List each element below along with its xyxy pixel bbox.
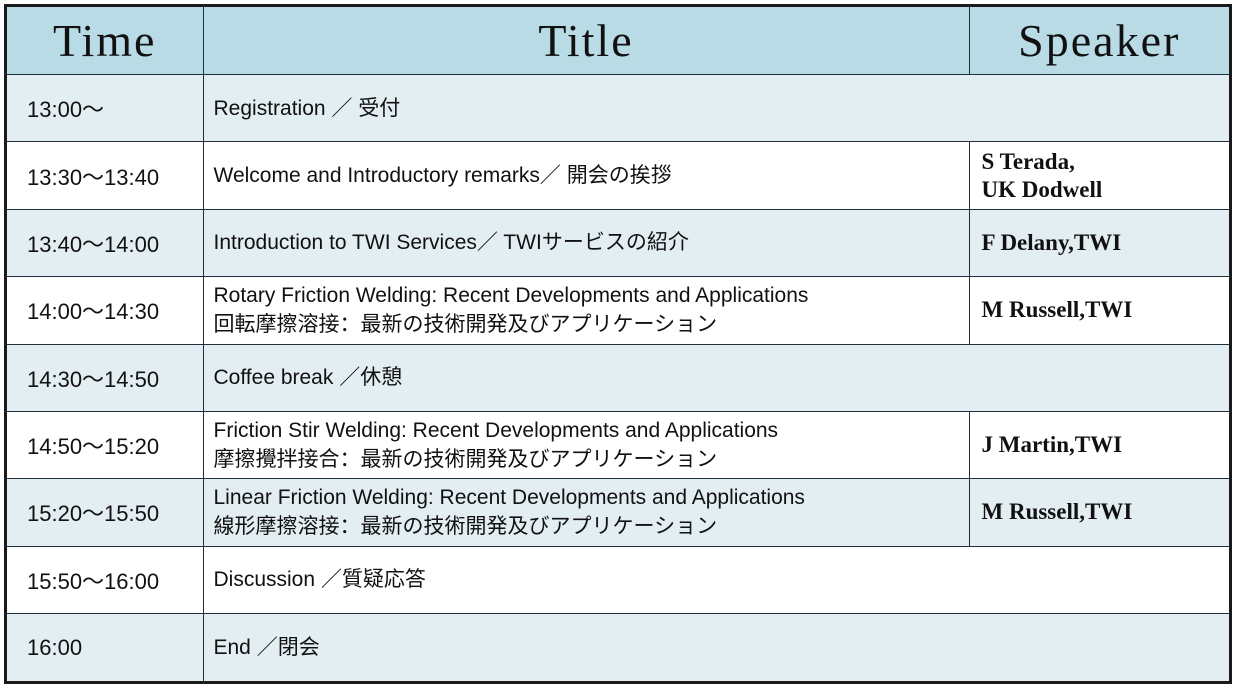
- row-speaker: F Delany,TWI: [968, 208, 1229, 278]
- row-title-line: End ／閉会: [213, 636, 320, 659]
- agenda-body: 13:00～ Registration ／ 受付 13:30～13:40 Wel…: [7, 73, 1229, 681]
- table-row: 14:30～14:50 Coffee break ／休憩: [7, 343, 1229, 412]
- row-title-line: 線形摩擦溶接：最新の技術開発及びアプリケーション: [213, 515, 718, 539]
- row-title: Coffee break ／休憩: [202, 343, 1229, 412]
- table-row: 14:50～15:20 Friction Stir Welding: Recen…: [7, 410, 1229, 480]
- table-row: 13:40～14:00 Introduction to TWI Services…: [7, 208, 1229, 278]
- table-row: 13:30～13:40 Welcome and Introductory rem…: [7, 141, 1229, 210]
- row-title: Friction Stir Welding: Recent Developmen…: [202, 410, 970, 480]
- speaker-line: M Russell,TWI: [981, 297, 1133, 323]
- row-speaker: J Martin,TWI: [968, 410, 1229, 480]
- speaker-line: J Martin,TWI: [981, 432, 1123, 458]
- row-time: 13:40～14:00: [7, 208, 204, 278]
- row-title: Welcome and Introductory remarks／ 開会の挨拶: [202, 141, 970, 210]
- row-time: 16:00: [7, 613, 204, 681]
- table-row: 14:00～14:30 Rotary Friction Welding: Rec…: [7, 276, 1229, 345]
- speaker-line: M Russell,TWI: [981, 499, 1133, 525]
- row-title-line: Introduction to TWI Services／ TWIサービスの紹介: [213, 231, 689, 255]
- row-time: 14:30～14:50: [7, 343, 204, 412]
- row-title-line: 摩擦攪拌接合：最新の技術開発及びアプリケーション: [213, 448, 718, 472]
- row-title-line: Coffee break ／休憩: [213, 366, 403, 390]
- table-row: 15:50～16:00 Discussion ／質疑応答: [7, 545, 1229, 615]
- row-speaker: M Russell,TWI: [968, 478, 1229, 547]
- row-time: 15:50～16:00: [7, 545, 204, 615]
- agenda-table: Time Title Speaker 13:00～ Registration ／…: [7, 7, 1229, 681]
- row-time: 14:50～15:20: [7, 410, 204, 480]
- row-title-line: Discussion ／質疑応答: [213, 568, 426, 592]
- table-row: 15:20～15:50 Linear Friction Welding: Rec…: [7, 478, 1229, 547]
- header-row: Time Title Speaker: [7, 7, 1229, 75]
- row-title: Linear Friction Welding: Recent Developm…: [202, 478, 970, 547]
- row-time: 13:00～: [7, 73, 204, 143]
- row-title: Discussion ／質疑応答: [202, 545, 1229, 615]
- row-title: Registration ／ 受付: [202, 73, 1229, 143]
- header-speaker: Speaker: [968, 7, 1229, 75]
- row-title-line: Linear Friction Welding: Recent Developm…: [213, 486, 805, 510]
- table-row: 13:00～ Registration ／ 受付: [7, 73, 1229, 143]
- row-title: Introduction to TWI Services／ TWIサービスの紹介: [202, 208, 970, 278]
- row-title-line: Welcome and Introductory remarks／ 開会の挨拶: [213, 164, 672, 188]
- row-title: End ／閉会: [202, 613, 1229, 681]
- row-speaker: M Russell,TWI: [968, 276, 1229, 345]
- row-title-line: Friction Stir Welding: Recent Developmen…: [213, 419, 779, 443]
- table-row: 16:00 End ／閉会: [7, 613, 1229, 681]
- speaker-line: UK Dodwell: [981, 176, 1103, 202]
- row-title-line: Rotary Friction Welding: Recent Developm…: [213, 284, 809, 308]
- header-title: Title: [202, 7, 970, 75]
- agenda-frame: Time Title Speaker 13:00～ Registration ／…: [4, 4, 1232, 684]
- header-time: Time: [7, 7, 204, 75]
- row-time: 15:20～15:50: [7, 478, 204, 547]
- speaker-line: F Delany,TWI: [981, 229, 1122, 255]
- row-title-line: 回転摩擦溶接：最新の技術開発及びアプリケーション: [213, 313, 718, 337]
- row-time: 13:30～13:40: [7, 141, 204, 210]
- row-title-line: Registration ／ 受付: [213, 96, 401, 120]
- row-time: 14:00～14:30: [7, 276, 204, 345]
- speaker-line: S Terada,: [981, 148, 1075, 174]
- row-title: Rotary Friction Welding: Recent Developm…: [202, 276, 970, 345]
- row-speaker: S Terada, UK Dodwell: [968, 141, 1229, 210]
